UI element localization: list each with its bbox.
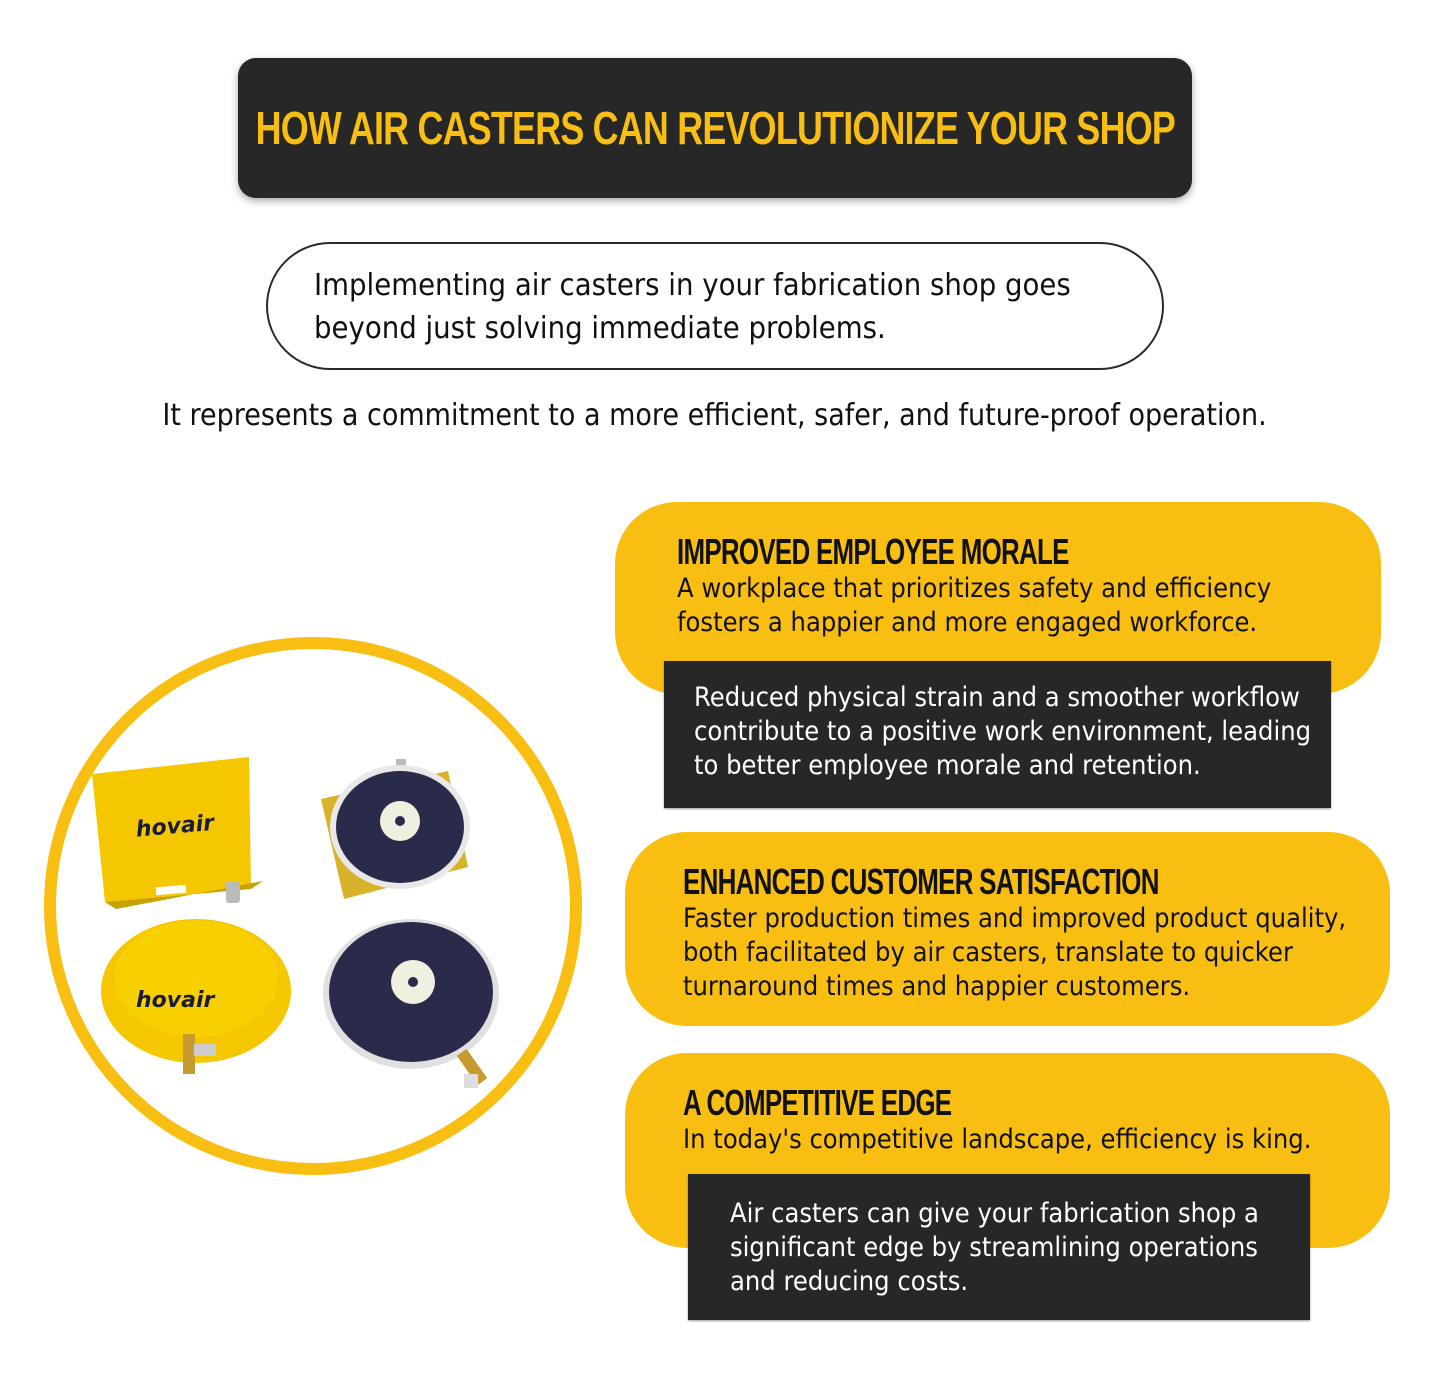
- benefit-heading: Enhanced Customer Satisfaction: [683, 861, 1159, 902]
- round-caster-bottom-icon: hovair: [101, 919, 291, 1074]
- page-title: How Air Casters Can Revolutionize Your S…: [255, 102, 1175, 154]
- intro-line-2: beyond just solving immediate problems.: [314, 311, 886, 346]
- square-caster-top-icon: hovair: [92, 757, 263, 909]
- benefit-detail-line: Reduced physical strain and a smoother w…: [694, 682, 1300, 713]
- benefit-detail-line: significant edge by streamlining operati…: [730, 1232, 1258, 1263]
- title-banner: How Air Casters Can Revolutionize Your S…: [238, 58, 1192, 198]
- benefit-detail-employee-morale: Reduced physical strain and a smoother w…: [664, 661, 1331, 808]
- benefit-text-line: fosters a happier and more engaged workf…: [677, 607, 1258, 638]
- commitment-text: It represents a commitment to a more eff…: [162, 398, 1268, 433]
- square-pad-caster-top-icon: [321, 759, 470, 899]
- svg-text:hovair: hovair: [136, 988, 216, 1013]
- benefit-detail-line: and reducing costs.: [730, 1266, 969, 1297]
- benefit-text-line: Faster production times and improved pro…: [683, 903, 1347, 934]
- benefit-text-line: A workplace that prioritizes safety and …: [677, 573, 1272, 604]
- benefit-text-line: In today's competitive landscape, effici…: [683, 1124, 1312, 1155]
- intro-callout: Implementing air casters in your fabrica…: [266, 242, 1164, 370]
- air-caster-products-image: hovair hovair: [92, 757, 499, 1088]
- round-pad-caster-bottom-icon: [323, 919, 499, 1088]
- product-image-frame: hovair hovair: [44, 637, 582, 1175]
- benefit-detail-line: contribute to a positive work environmen…: [694, 716, 1312, 747]
- benefit-text-line: turnaround times and happier customers.: [683, 971, 1191, 1002]
- benefit-detail-competitive-edge: Air casters can give your fabrication sh…: [688, 1174, 1310, 1320]
- benefit-card-customer-satisfaction: Enhanced Customer Satisfaction Faster pr…: [625, 832, 1390, 1026]
- benefit-detail-line: to better employee morale and retention.: [694, 750, 1201, 781]
- benefit-text-line: both facilitated by air casters, transla…: [683, 937, 1293, 968]
- intro-line-1: Implementing air casters in your fabrica…: [314, 268, 1071, 303]
- benefit-heading: Improved Employee Morale: [677, 531, 1069, 572]
- commitment-statement: It represents a commitment to a more eff…: [0, 398, 1430, 433]
- benefit-heading: A Competitive Edge: [683, 1082, 952, 1123]
- benefit-detail-line: Air casters can give your fabrication sh…: [730, 1198, 1259, 1229]
